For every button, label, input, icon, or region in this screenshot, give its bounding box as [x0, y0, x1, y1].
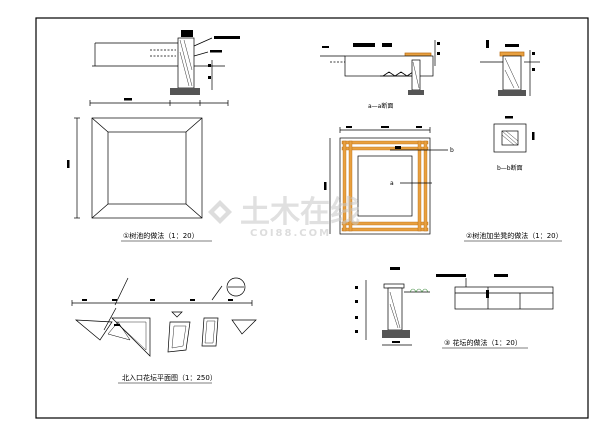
watermark: 土木在线 COI88.COM	[208, 195, 360, 239]
detail3-caption: ③ 花坛的做法（1：20）	[444, 338, 522, 347]
flower-bed-section	[355, 267, 430, 346]
section-bb-square	[493, 116, 535, 153]
watermark-sub: COI88.COM	[250, 228, 331, 239]
mark-a: a	[390, 180, 394, 187]
section-bb-label: b—b断面	[497, 164, 523, 172]
detail1-caption: ①树池的做法（1：20）	[123, 231, 199, 240]
bench-section-small	[480, 40, 540, 96]
bench-plan	[324, 126, 448, 235]
section-aa-label: a—a断面	[368, 102, 393, 110]
tree-pool-section	[89, 30, 240, 106]
tree-pool-plan	[67, 117, 203, 219]
plan-caption: 北入口花坛平面图（1：250）	[122, 373, 217, 382]
sheet-border	[35, 17, 589, 419]
flower-bed-elevation	[436, 274, 554, 310]
watermark-main: 土木在线	[240, 195, 360, 230]
mark-b: b	[450, 147, 454, 154]
flower-bed-plan	[71, 277, 257, 357]
detail2-caption: ②树池加坐凳的做法（1：20）	[466, 231, 563, 240]
bench-section-aa	[320, 40, 440, 95]
